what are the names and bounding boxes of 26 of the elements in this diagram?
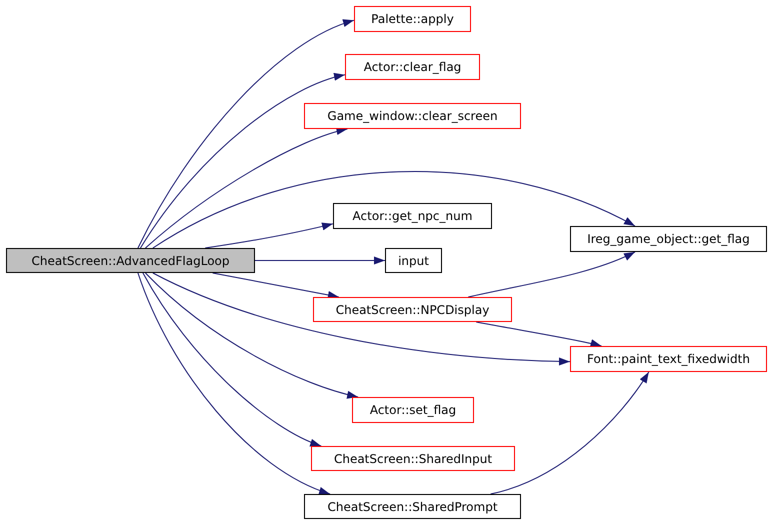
function-box: Actor::set_flag (352, 397, 474, 423)
call-arrow (152, 272, 570, 366)
function-box: Game_window::clear_screen (304, 103, 521, 129)
call-arrow (142, 272, 322, 446)
call-arrow (144, 272, 359, 398)
call-arrow (137, 272, 331, 494)
function-box: Ireg_game_object::get_flag (570, 226, 767, 252)
function-box: CheatScreen::SharedPrompt (304, 494, 521, 519)
function-box: CheatScreen::NPCDisplay (313, 297, 512, 322)
call-arrow (490, 372, 650, 494)
function-box: CheatScreen::SharedInput (311, 446, 515, 471)
call-arrow (144, 128, 348, 248)
call-arrow (152, 171, 636, 248)
call-arrow (254, 256, 386, 264)
call-arrow (212, 272, 340, 299)
function-box: CheatScreen::AdvancedFlagLoop (6, 248, 255, 273)
function-box: input (385, 248, 442, 273)
call-arrow (204, 222, 334, 248)
function-box: Palette::apply (354, 6, 471, 32)
call-arrow (140, 74, 346, 248)
function-box: Actor::clear_flag (345, 54, 480, 80)
call-arrow (137, 20, 354, 248)
function-box: Actor::get_npc_num (333, 203, 492, 229)
function-box: Font::paint_text_fixedwidth (570, 346, 767, 372)
call-arrow (468, 252, 636, 298)
call-arrow (476, 322, 602, 348)
